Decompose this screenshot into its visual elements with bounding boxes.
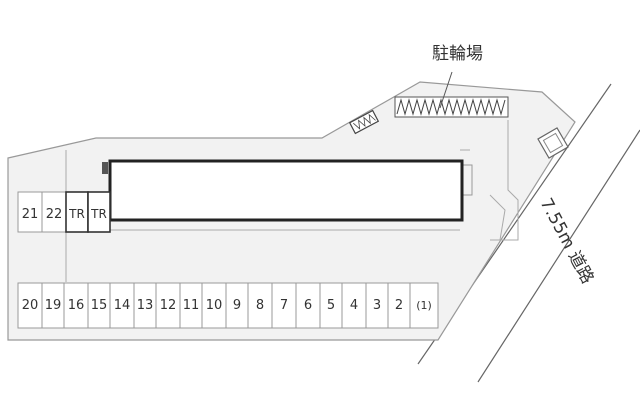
space-label: TR <box>68 207 85 221</box>
parking-space <box>41 191 67 233</box>
building-entrance-marker <box>102 162 108 174</box>
space-label: 14 <box>114 298 131 313</box>
parking-space <box>87 191 111 233</box>
utility-box <box>537 127 569 159</box>
top-parking-row: 21 22 TR TR <box>17 191 111 233</box>
main-building <box>108 159 464 222</box>
space-label: 2 <box>395 298 403 313</box>
parking-space <box>341 282 367 329</box>
right-wall <box>500 120 519 241</box>
space-label: 20 <box>22 298 39 313</box>
parking-space <box>63 282 89 329</box>
space-label: 4 <box>350 298 358 313</box>
space-label: 5 <box>327 298 335 313</box>
parking-space <box>17 282 43 329</box>
space-label: 15 <box>91 298 108 313</box>
parking-space <box>247 282 273 329</box>
space-label: 13 <box>137 298 154 313</box>
road-edge-right <box>477 129 640 383</box>
space-label: 12 <box>160 298 177 313</box>
right-step <box>489 194 506 241</box>
parking-space <box>17 191 43 233</box>
space-label: 3 <box>373 298 381 313</box>
road-label: 7.55m 道路 <box>536 195 598 287</box>
space-label: 21 <box>22 207 39 222</box>
space-label: 6 <box>304 298 312 313</box>
space-label: 16 <box>68 298 85 313</box>
parking-space <box>109 282 135 329</box>
parking-space <box>409 282 439 329</box>
bicycle-label-leader <box>439 71 453 109</box>
space-label: 8 <box>256 298 264 313</box>
space-label: 10 <box>206 298 223 313</box>
bicycle-parking-label: 駐輪場 <box>432 44 483 64</box>
space-label: 19 <box>45 298 62 313</box>
space-label: TR <box>90 207 107 221</box>
parking-space <box>271 282 297 329</box>
parking-space <box>295 282 321 329</box>
space-label: 11 <box>183 298 200 313</box>
space-label: (1) <box>416 299 432 312</box>
space-label: 9 <box>233 298 241 313</box>
bicycle-parking-pattern <box>396 98 506 116</box>
space-label: 7 <box>280 298 288 313</box>
storage-box <box>348 109 380 135</box>
parking-space <box>155 282 181 329</box>
space-label: 22 <box>46 207 63 222</box>
